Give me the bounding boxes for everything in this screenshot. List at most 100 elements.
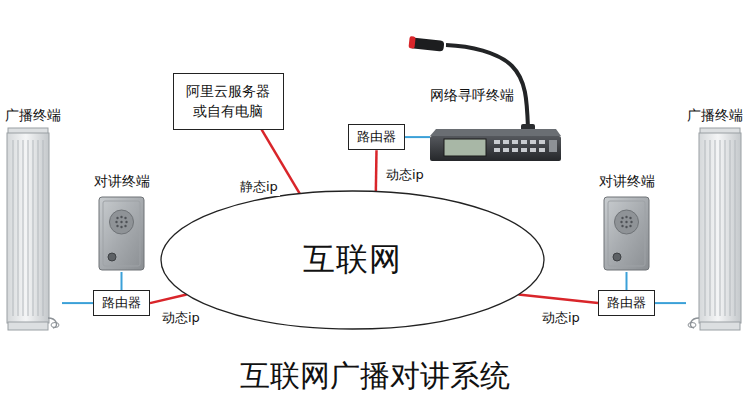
link-label: 动态ip xyxy=(384,166,426,184)
paging-console xyxy=(503,140,509,144)
paging-console xyxy=(494,140,545,152)
node-label: 路由器 xyxy=(102,295,141,310)
intercom-device xyxy=(103,201,140,266)
speaker-column xyxy=(735,140,736,316)
intercom-device xyxy=(116,217,118,219)
speaker-column xyxy=(7,133,49,323)
node-label: 路由器 xyxy=(607,295,646,310)
speaker-column xyxy=(705,140,735,316)
paging-console xyxy=(539,148,545,152)
intercom-device xyxy=(630,221,632,223)
paging-console xyxy=(408,36,415,49)
broadcast-terminal: 广播终端 xyxy=(686,106,744,332)
device-label: 对讲终端 xyxy=(597,172,657,190)
intercom-terminal: 对讲终端 xyxy=(92,172,152,272)
speaker-column xyxy=(699,133,741,323)
paging-console xyxy=(521,148,527,152)
paging-console xyxy=(408,36,561,161)
speaker-column xyxy=(43,140,44,316)
paging-console xyxy=(530,148,536,152)
intercom-device xyxy=(120,226,122,228)
speaker-column xyxy=(705,140,706,316)
paging-console xyxy=(444,139,486,156)
speaker-column xyxy=(700,322,740,330)
paging-console xyxy=(430,136,561,161)
speaker-column xyxy=(51,323,59,328)
intercom-device xyxy=(620,221,622,223)
node-label: 互联网 xyxy=(303,238,402,282)
paging-console xyxy=(430,129,561,136)
paging-console xyxy=(503,148,509,152)
intercom-device xyxy=(120,216,122,218)
speaker-column xyxy=(710,140,711,316)
diagram-title: 互联网广播对讲系统 xyxy=(0,356,750,395)
intercom-device xyxy=(124,217,126,219)
lan-cable xyxy=(655,302,686,304)
speaker-column xyxy=(13,140,14,316)
paging-console xyxy=(494,148,500,152)
node-label: 路由器 xyxy=(357,129,396,144)
internet-ellipse: 互联网 xyxy=(160,190,545,330)
speaker-column xyxy=(23,140,24,316)
link-label: 静态ip xyxy=(238,178,280,196)
speaker-column xyxy=(38,140,39,316)
speaker-column xyxy=(688,323,696,328)
speaker-column xyxy=(730,140,731,316)
device-label: 对讲终端 xyxy=(92,172,152,190)
intercom-device xyxy=(625,216,627,218)
intercom-device xyxy=(629,225,631,227)
intercom-device xyxy=(110,210,134,234)
internet-link xyxy=(375,150,378,191)
node-label: 阿里云服务器 或自有电脑 xyxy=(185,81,272,122)
link-label: 动态ip xyxy=(540,309,582,327)
speaker-column xyxy=(33,140,34,316)
paging-console xyxy=(539,140,545,144)
intercom-device xyxy=(115,216,127,228)
intercom-device xyxy=(99,197,144,270)
intercom-device xyxy=(108,253,116,261)
link-label: 动态ip xyxy=(160,309,202,327)
intercom-device xyxy=(625,226,627,228)
lan-cable xyxy=(405,136,430,138)
device-label: 网络寻呼终端 xyxy=(430,86,562,104)
intercom-device xyxy=(620,216,632,228)
intercom-device xyxy=(621,225,623,227)
paging-console xyxy=(530,140,536,144)
router-box: 路由器 xyxy=(598,290,655,316)
intercom-device xyxy=(124,225,126,227)
paging-terminal: 网络寻呼终端 xyxy=(430,86,562,162)
intercom-device xyxy=(613,253,621,261)
speaker-column xyxy=(720,140,721,316)
router-box: 路由器 xyxy=(93,290,150,316)
intercom-device xyxy=(120,221,122,223)
speaker-column xyxy=(13,140,43,316)
intercom-device xyxy=(625,221,627,223)
intercom-device xyxy=(116,225,118,227)
ellipse-outline xyxy=(161,191,544,329)
internet-link xyxy=(150,295,187,304)
speaker-column xyxy=(18,140,19,316)
speaker-column xyxy=(725,140,726,316)
paging-console xyxy=(521,140,527,144)
lan-cable xyxy=(626,272,628,290)
paging-console xyxy=(494,140,500,144)
server-box: 阿里云服务器 或自有电脑 xyxy=(173,73,284,130)
speaker-column xyxy=(688,128,741,330)
intercom-device xyxy=(608,201,645,266)
device-label: 广播终端 xyxy=(686,106,744,124)
intercom-terminal: 对讲终端 xyxy=(597,172,657,272)
intercom-device xyxy=(615,210,639,234)
intercom-device xyxy=(621,217,623,219)
speaker-column xyxy=(8,322,48,330)
intercom-device xyxy=(604,197,649,270)
speaker-column xyxy=(715,140,716,316)
lan-cable xyxy=(62,302,93,304)
paging-console xyxy=(549,140,557,152)
internet-link xyxy=(518,295,598,304)
intercom-device xyxy=(115,221,117,223)
paging-console xyxy=(446,45,528,128)
speaker-column xyxy=(28,140,29,316)
paging-console xyxy=(512,148,518,152)
intercom-device xyxy=(604,197,649,270)
paging-console xyxy=(512,140,518,144)
